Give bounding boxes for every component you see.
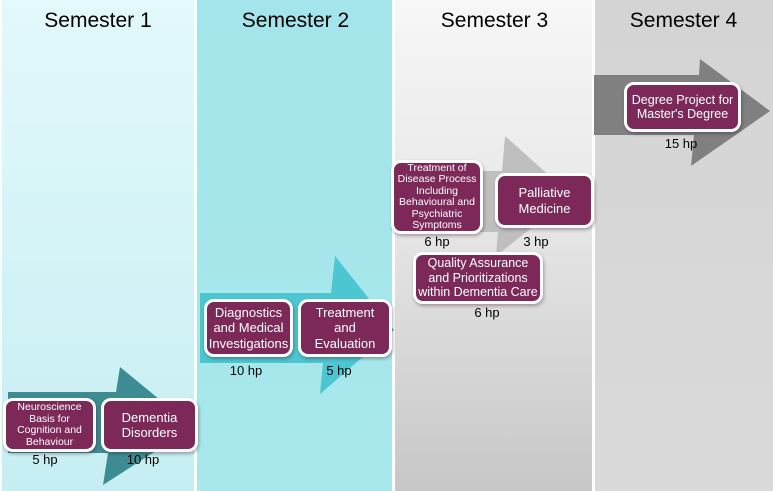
column-separator — [392, 0, 395, 491]
course-title: Diagnostics and Medical Investigations — [208, 304, 289, 351]
semester-1-header: Semester 1 — [44, 9, 152, 32]
semester-4-header: Semester 4 — [629, 9, 738, 32]
semester-1-arrow — [8, 367, 193, 485]
semester-2-column: Semester 2 — [196, 0, 395, 491]
course-diagnostics-investigations: Diagnostics and Medical Investigations — [204, 299, 293, 357]
course-title: Dementia Disorders — [121, 409, 178, 441]
slide-left-edge — [0, 0, 2, 491]
course-title: Treatment and Evaluation — [314, 304, 376, 351]
course-quality-assurance: Quality Assurance and Prioritizations wi… — [413, 252, 543, 304]
credits-diagnostics-investigations: 10 hp — [229, 363, 263, 378]
credits-quality-assurance: 6 hp — [474, 305, 500, 320]
credits-degree-project: 15 hp — [664, 136, 698, 151]
credits-treatment-evaluation: 5 hp — [326, 363, 352, 378]
semester-2-header: Semester 2 — [241, 9, 350, 32]
credits-dementia-disorders: 10 hp — [126, 452, 160, 467]
column-separator — [194, 0, 197, 491]
course-title: Treatment of Disease Process Including B… — [397, 161, 477, 231]
course-neuroscience-basis: Neuroscience Basis for Cognition and Beh… — [3, 398, 96, 452]
credits-treatment-disease-process: 6 hp — [424, 234, 450, 249]
course-dementia-disorders: Dementia Disorders — [101, 398, 198, 452]
course-title: Neuroscience Basis for Cognition and Beh… — [17, 401, 82, 448]
credits-neuroscience-basis: 5 hp — [32, 452, 58, 467]
semester-3-column: Semester 3 — [395, 0, 594, 491]
course-title: Quality Assurance and Prioritizations wi… — [418, 256, 538, 300]
course-treatment-disease-process: Treatment of Disease Process Including B… — [391, 160, 483, 234]
column-separator — [592, 0, 595, 491]
semester-3-header: Semester 3 — [440, 9, 549, 32]
course-palliative-medicine: Palliative Medicine — [495, 173, 594, 228]
course-treatment-evaluation: Treatment and Evaluation — [298, 299, 392, 357]
course-title: Palliative Medicine — [518, 185, 571, 216]
course-title: Degree Project for Master's Degree — [631, 92, 734, 122]
semester-2-arrow — [200, 256, 394, 394]
credits-palliative-medicine: 3 hp — [523, 234, 549, 249]
course-degree-project: Degree Project for Master's Degree — [624, 82, 741, 132]
